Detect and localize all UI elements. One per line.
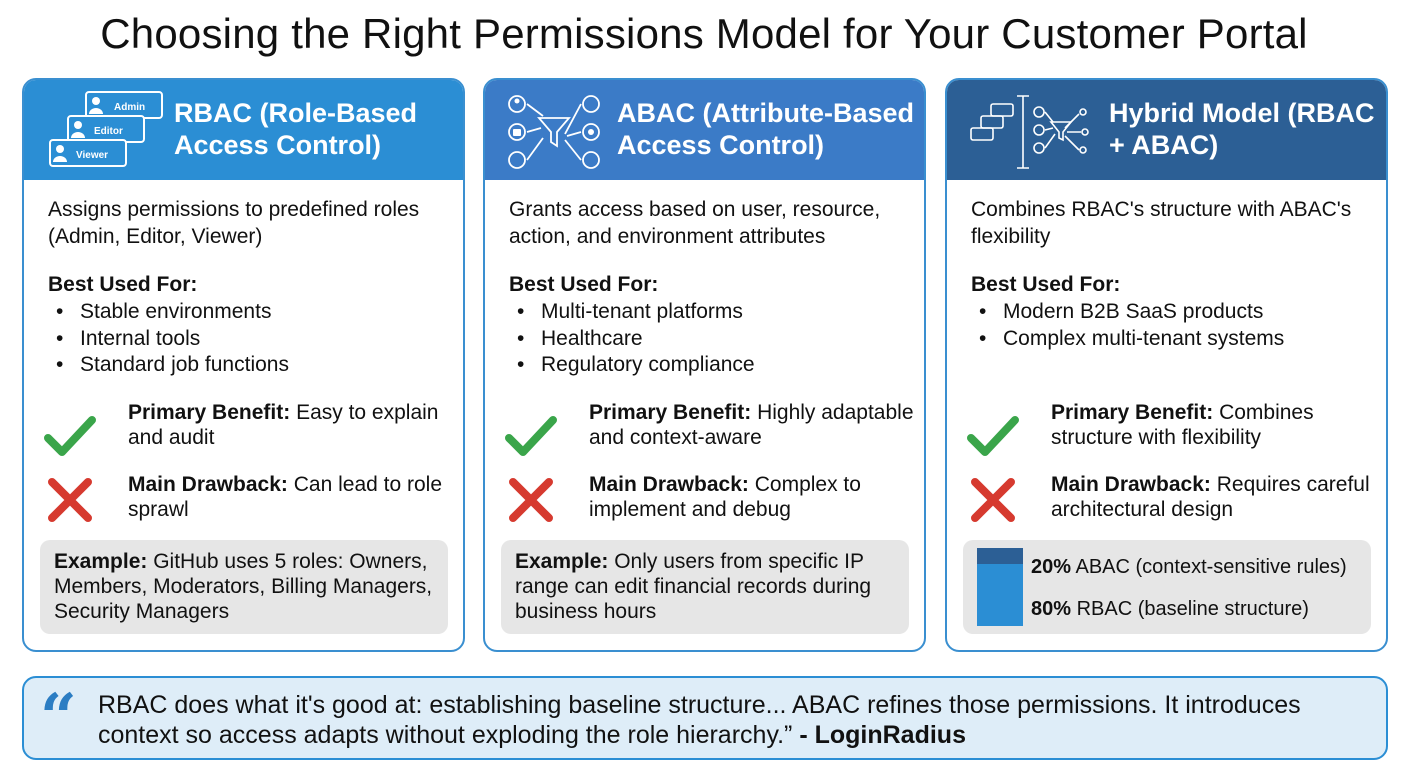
abac-title: ABAC (Attribute-Based Access Control) (617, 98, 914, 160)
abac-card-header: ABAC (Attribute-Based Access Control) (485, 80, 924, 180)
hybrid-card-body: Combines RBAC's structure with ABAC's fl… (947, 180, 1386, 650)
list-item: Multi-tenant platforms (517, 299, 755, 326)
list-item: Complex multi-tenant systems (979, 326, 1284, 353)
abac-share-bar (977, 548, 1023, 564)
viewer-icon-label: Viewer (76, 150, 108, 161)
role-cards-icon: Admin Editor Viewer (49, 91, 163, 167)
quote-mark-icon: “ (40, 680, 77, 755)
hybrid-best-used-list: Modern B2B SaaS products Complex multi-t… (979, 299, 1284, 352)
rbac-card-header: Admin Editor Viewer RBAC (Role-Based Acc… (24, 80, 463, 180)
attribute-filter-icon (508, 95, 600, 169)
abac-benefit-text: Primary Benefit: Highly adaptable and co… (589, 401, 914, 449)
cross-icon (509, 478, 553, 522)
editor-icon-label: Editor (94, 126, 123, 137)
rbac-drawback-text: Main Drawback: Can lead to role sprawl (128, 473, 442, 521)
hybrid-split-box: 20% ABAC (context-sensitive rules) 80% R… (963, 540, 1371, 634)
abac-example: Example: Only users from specific IP ran… (501, 540, 909, 634)
abac-best-used-list: Multi-tenant platforms Healthcare Regula… (517, 299, 755, 379)
rbac-card-body: Assigns permissions to predefined roles … (24, 180, 463, 650)
list-item: Modern B2B SaaS products (979, 299, 1284, 326)
admin-icon-label: Admin (114, 102, 145, 113)
checkmark-icon (44, 416, 96, 456)
hybrid-title: Hybrid Model (RBAC + ABAC) (1109, 98, 1375, 160)
list-item: Stable environments (56, 299, 289, 326)
hybrid-model-icon (970, 95, 1089, 169)
rbac-best-used-list: Stable environments Internal tools Stand… (56, 299, 289, 379)
checkmark-icon (967, 416, 1019, 456)
list-item: Healthcare (517, 326, 755, 353)
cross-icon (971, 478, 1015, 522)
rbac-example: Example: GitHub uses 5 roles: Owners, Me… (40, 540, 448, 634)
hybrid-card-header: Hybrid Model (RBAC + ABAC) (947, 80, 1386, 180)
rbac-share-bar (977, 564, 1023, 626)
hybrid-drawback-text: Main Drawback: Requires careful architec… (1051, 473, 1370, 521)
hybrid-card: Hybrid Model (RBAC + ABAC) Combines RBAC… (945, 78, 1388, 652)
abac-best-used-label: Best Used For: (509, 273, 659, 296)
rbac-description: Assigns permissions to predefined roles … (48, 198, 420, 248)
abac-drawback-text: Main Drawback: Complex to implement and … (589, 473, 861, 521)
hybrid-description: Combines RBAC's structure with ABAC's fl… (971, 198, 1352, 248)
hybrid-benefit-text: Primary Benefit: Combines structure with… (1051, 401, 1314, 449)
rbac-title: RBAC (Role-Based Access Control) (174, 98, 418, 160)
list-item: Regulatory compliance (517, 352, 755, 379)
list-item: Internal tools (56, 326, 289, 353)
abac-description: Grants access based on user, resource, a… (509, 198, 881, 248)
rbac-best-used-label: Best Used For: (48, 273, 198, 296)
page-title: Choosing the Right Permissions Model for… (100, 10, 1308, 57)
abac-card: ABAC (Attribute-Based Access Control) Gr… (483, 78, 926, 652)
rbac-share-label: 80% RBAC (baseline structure) (1031, 598, 1309, 620)
checkmark-icon (505, 416, 557, 456)
abac-share-label: 20% ABAC (context-sensitive rules) (1031, 556, 1347, 578)
quote-text: RBAC does what it's good at: establishin… (98, 691, 1301, 749)
abac-card-body: Grants access based on user, resource, a… (485, 180, 924, 650)
cross-icon (48, 478, 92, 522)
list-item: Standard job functions (56, 352, 289, 379)
quote-box: “ RBAC does what it's good at: establish… (22, 676, 1388, 760)
rbac-card: Admin Editor Viewer RBAC (Role-Based Acc… (22, 78, 465, 652)
hybrid-best-used-label: Best Used For: (971, 273, 1121, 296)
rbac-benefit-text: Primary Benefit: Easy to explain and aud… (128, 401, 439, 449)
